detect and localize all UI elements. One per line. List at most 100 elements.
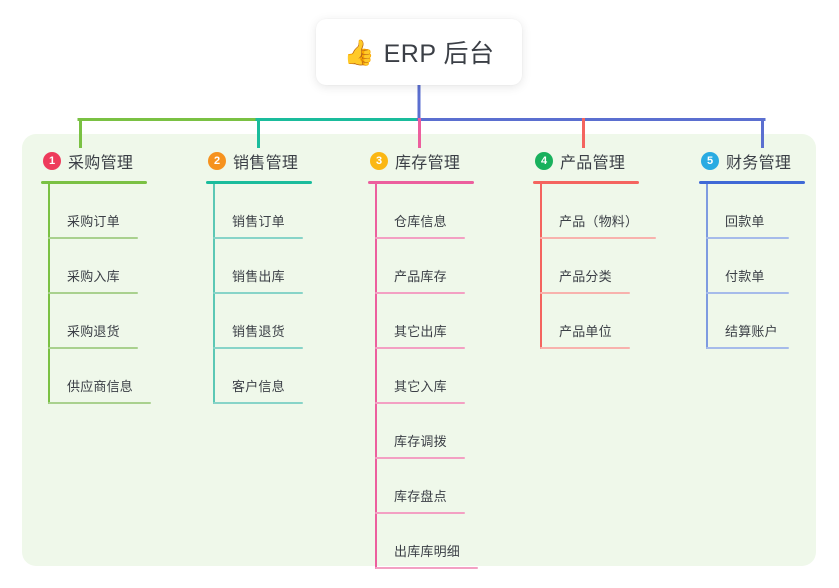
list-item-underline	[213, 347, 303, 349]
branch-header-4[interactable]: 4 产品管理	[533, 148, 693, 174]
branch-title-5: 财务管理	[726, 155, 792, 172]
branch-items-3: 仓库信息 产品库存 其它出库 其它入库 库存调拨 库存盘点	[368, 184, 518, 569]
list-item[interactable]: 仓库信息	[368, 184, 518, 239]
branch-badge-4: 4	[535, 152, 553, 170]
list-item[interactable]: 出库库明细	[368, 514, 518, 569]
list-item[interactable]: 供应商信息	[41, 349, 191, 404]
list-item[interactable]: 产品（物料）	[533, 184, 693, 239]
branch-title-2: 销售管理	[233, 155, 299, 172]
root-title-card[interactable]: 👍 ERP 后台	[316, 19, 522, 85]
list-item-underline	[540, 237, 656, 239]
list-item-label: 产品库存	[394, 269, 447, 284]
branch-title-4: 产品管理	[560, 155, 626, 172]
list-item-label: 采购订单	[67, 214, 120, 229]
list-item-label: 供应商信息	[67, 379, 134, 394]
branch-spine-2	[213, 184, 215, 404]
list-item-underline	[213, 402, 303, 404]
branch-underline-5	[699, 181, 805, 184]
list-item-underline	[706, 347, 789, 349]
branch-badge-2: 2	[208, 152, 226, 170]
branch-spine-4	[540, 184, 542, 349]
branch-header-1[interactable]: 1 采购管理	[41, 148, 191, 174]
branch-column-5: 5 财务管理 回款单 付款单 结算账户	[699, 148, 839, 349]
branch-title-3: 库存管理	[395, 155, 461, 172]
list-item-label: 其它出库	[394, 324, 447, 339]
branch-header-5[interactable]: 5 财务管理	[699, 148, 839, 174]
list-item-underline	[540, 347, 630, 349]
list-item-label: 销售退货	[232, 324, 285, 339]
list-item[interactable]: 采购退货	[41, 294, 191, 349]
list-item-underline	[213, 237, 303, 239]
list-item-underline	[213, 292, 303, 294]
list-item-label: 回款单	[725, 214, 765, 229]
list-item-underline	[540, 292, 630, 294]
list-item[interactable]: 采购订单	[41, 184, 191, 239]
list-item-label: 付款单	[725, 269, 765, 284]
branch-badge-1: 1	[43, 152, 61, 170]
branch-header-2[interactable]: 2 销售管理	[206, 148, 356, 174]
list-item-label: 其它入库	[394, 379, 447, 394]
branch-badge-5: 5	[701, 152, 719, 170]
branch-column-2: 2 销售管理 销售订单 销售出库 销售退货 客户信息	[206, 148, 356, 404]
list-item-underline	[375, 347, 465, 349]
branch-items-5: 回款单 付款单 结算账户	[699, 184, 839, 349]
branch-column-3: 3 库存管理 仓库信息 产品库存 其它出库 其它入库 库存调拨	[368, 148, 518, 569]
list-item[interactable]: 结算账户	[699, 294, 839, 349]
branch-spine-1	[48, 184, 50, 404]
list-item[interactable]: 产品分类	[533, 239, 693, 294]
list-item-label: 库存调拨	[394, 434, 447, 449]
page-title: ERP 后台	[383, 40, 495, 68]
list-item[interactable]: 客户信息	[206, 349, 356, 404]
branch-spine-3	[375, 184, 377, 569]
list-item-label: 出库库明细	[394, 544, 461, 559]
list-item-underline	[375, 567, 478, 569]
list-item-underline	[375, 512, 465, 514]
list-item[interactable]: 库存盘点	[368, 459, 518, 514]
branch-items-4: 产品（物料） 产品分类 产品单位	[533, 184, 693, 349]
list-item-label: 销售出库	[232, 269, 285, 284]
branch-spine-5	[706, 184, 708, 349]
list-item[interactable]: 其它出库	[368, 294, 518, 349]
list-item[interactable]: 库存调拨	[368, 404, 518, 459]
list-item-label: 产品（物料）	[559, 214, 639, 229]
list-item[interactable]: 销售出库	[206, 239, 356, 294]
list-item-underline	[375, 402, 465, 404]
thumbs-up-emoji: 👍	[343, 38, 375, 67]
branch-underline-4	[533, 181, 639, 184]
list-item[interactable]: 其它入库	[368, 349, 518, 404]
list-item-underline	[375, 457, 465, 459]
list-item-underline	[48, 292, 138, 294]
branch-column-1: 1 采购管理 采购订单 采购入库 采购退货 供应商信息	[41, 148, 191, 404]
list-item[interactable]: 回款单	[699, 184, 839, 239]
branch-column-4: 4 产品管理 产品（物料） 产品分类 产品单位	[533, 148, 693, 349]
list-item[interactable]: 产品单位	[533, 294, 693, 349]
list-item-underline	[48, 237, 138, 239]
list-item[interactable]: 付款单	[699, 239, 839, 294]
branch-header-3[interactable]: 3 库存管理	[368, 148, 518, 174]
list-item-label: 结算账户	[725, 324, 778, 339]
list-item-label: 库存盘点	[394, 489, 447, 504]
list-item-underline	[706, 292, 789, 294]
list-item-label: 产品分类	[559, 269, 612, 284]
list-item-label: 采购退货	[67, 324, 120, 339]
list-item[interactable]: 销售退货	[206, 294, 356, 349]
list-item[interactable]: 产品库存	[368, 239, 518, 294]
branch-title-1: 采购管理	[68, 155, 134, 172]
list-item-underline	[375, 292, 465, 294]
list-item-underline	[48, 402, 151, 404]
branch-underline-1	[41, 181, 147, 184]
list-item[interactable]: 采购入库	[41, 239, 191, 294]
list-item-label: 产品单位	[559, 324, 612, 339]
list-item[interactable]: 销售订单	[206, 184, 356, 239]
branch-badge-3: 3	[370, 152, 388, 170]
list-item-underline	[706, 237, 789, 239]
branch-items-2: 销售订单 销售出库 销售退货 客户信息	[206, 184, 356, 404]
list-item-label: 仓库信息	[394, 214, 447, 229]
branch-items-1: 采购订单 采购入库 采购退货 供应商信息	[41, 184, 191, 404]
branch-underline-2	[206, 181, 312, 184]
list-item-underline	[375, 237, 465, 239]
list-item-label: 客户信息	[232, 379, 285, 394]
list-item-label: 销售订单	[232, 214, 285, 229]
list-item-label: 采购入库	[67, 269, 120, 284]
